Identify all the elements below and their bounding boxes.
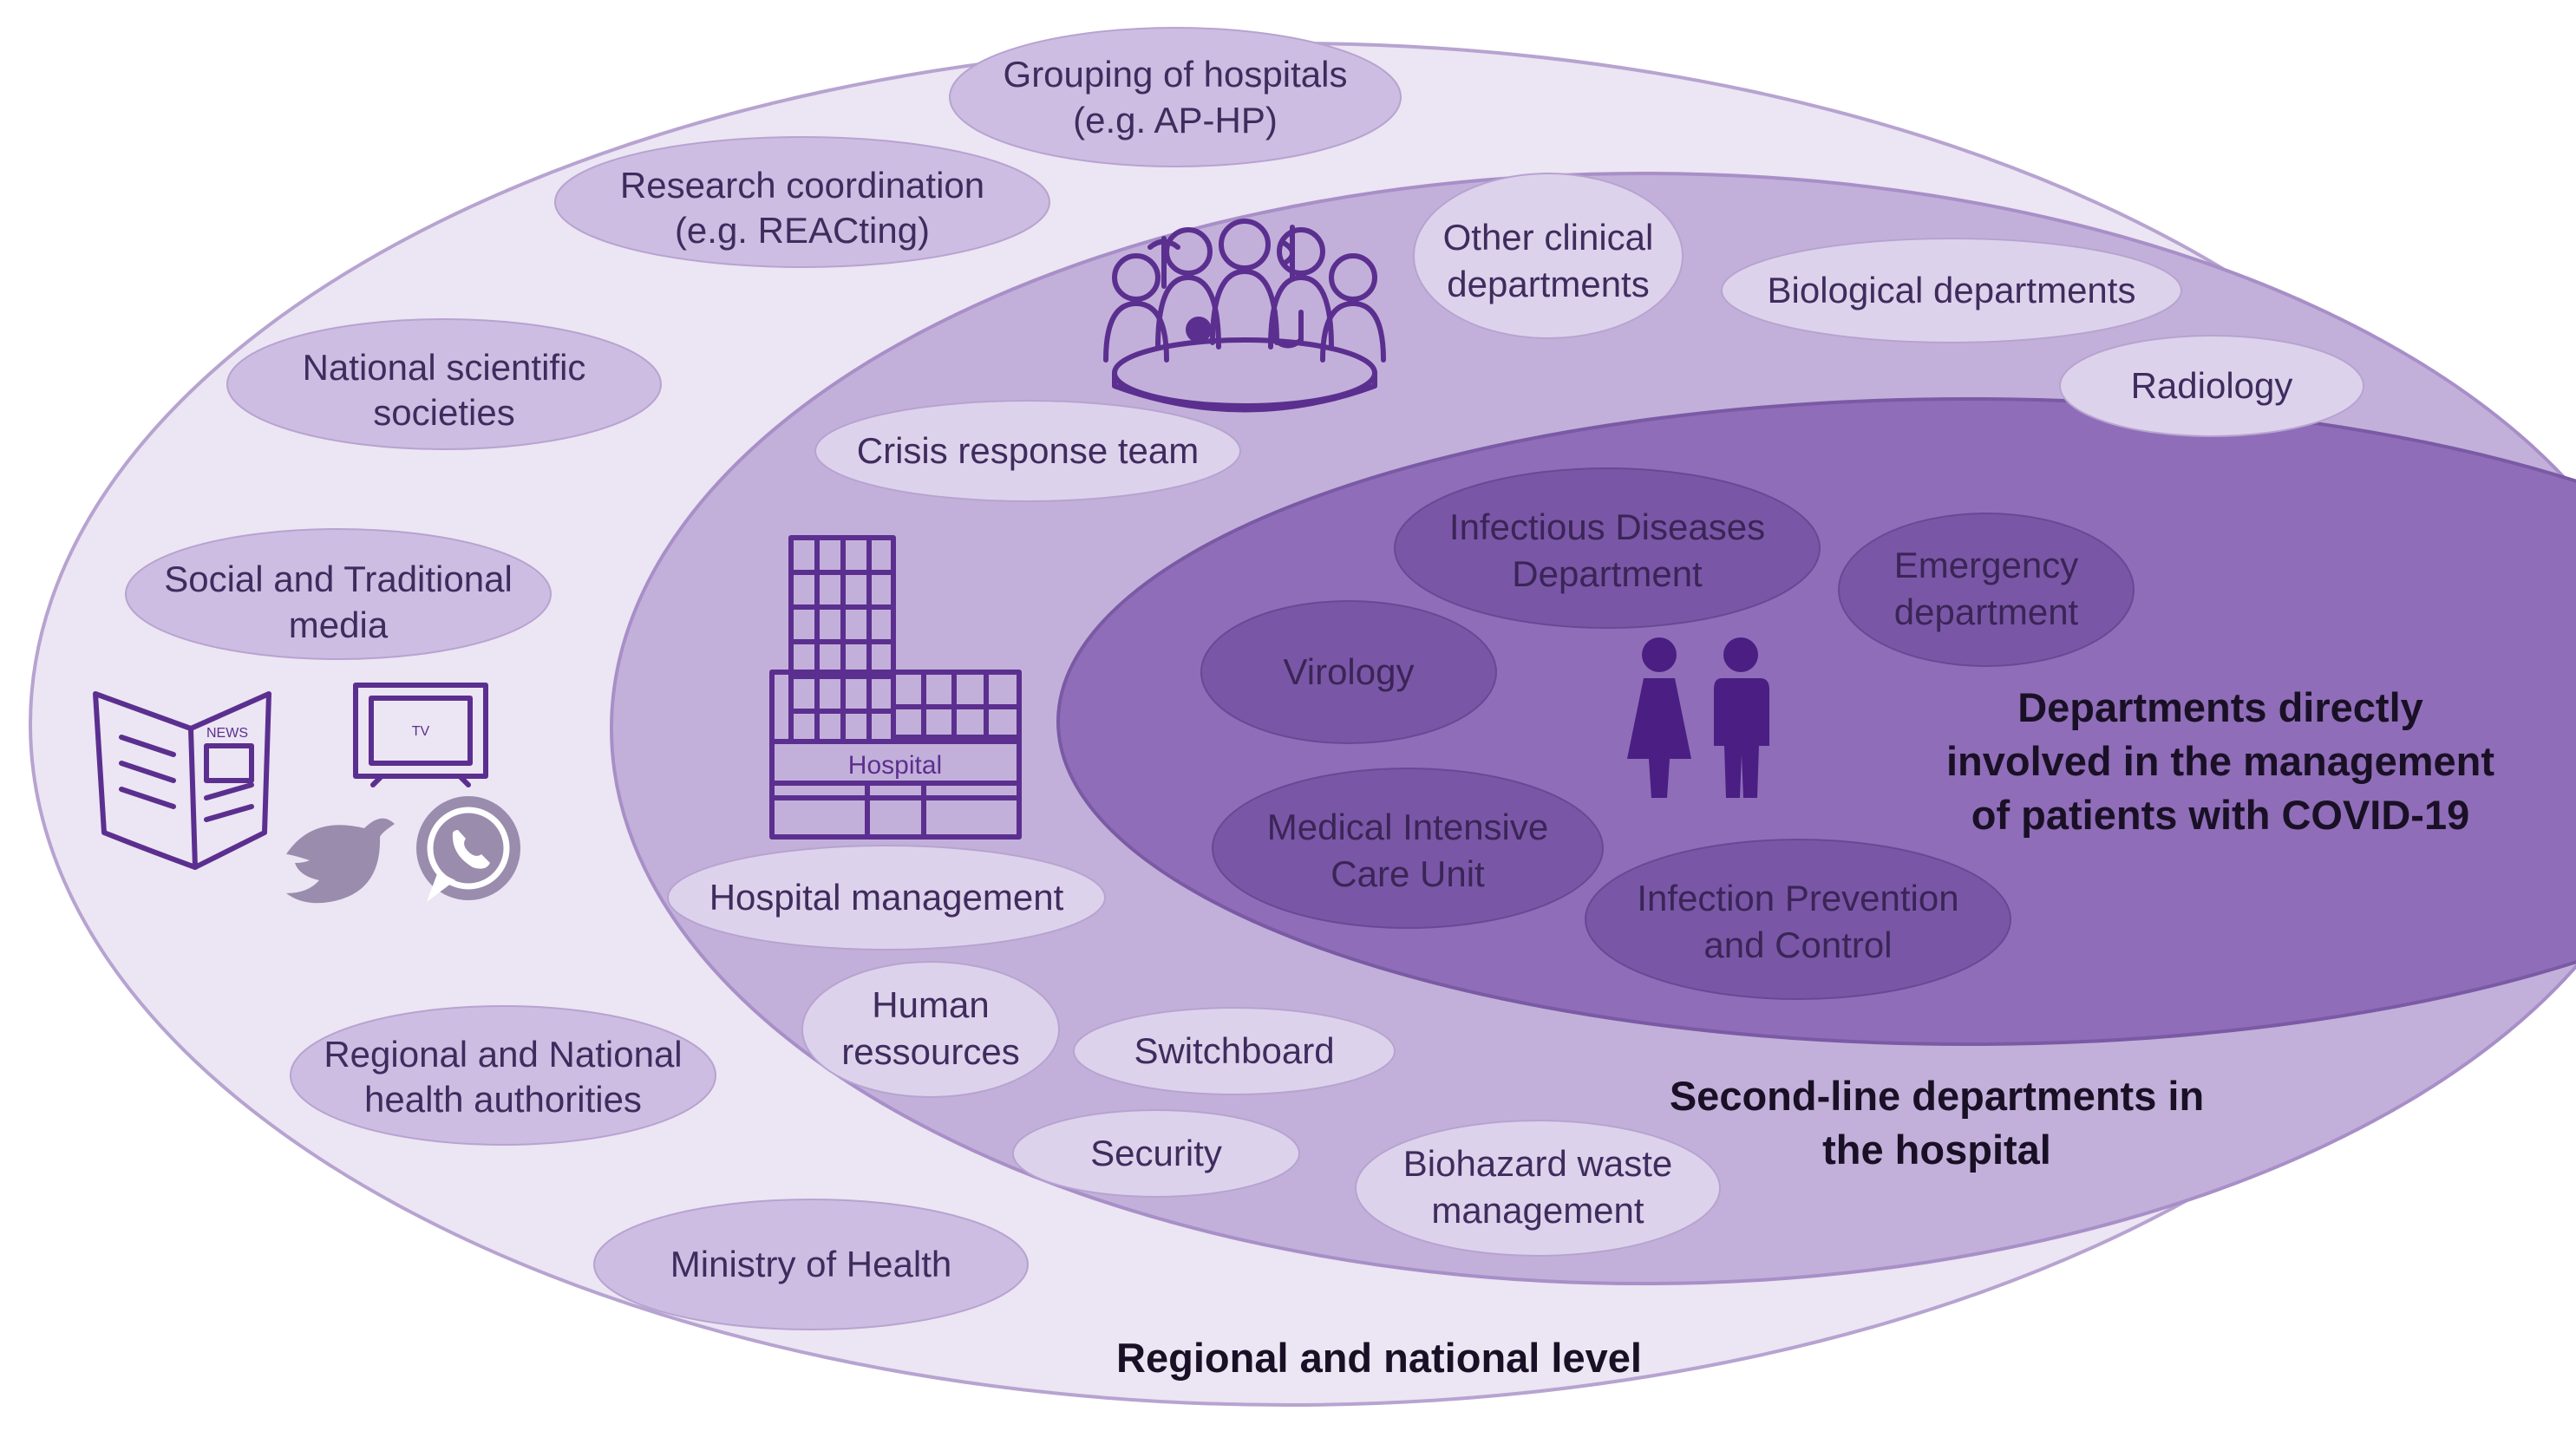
bubble-biohazard-waste: Biohazard waste management <box>1355 1120 1721 1257</box>
bubble-infectious-diseases: Infectious Diseases Department <box>1394 467 1821 629</box>
bubble-virology: Virology <box>1200 600 1497 744</box>
bubble-label: Crisis response team <box>857 430 1199 471</box>
bubble-label: (e.g. AP-HP) <box>1073 100 1278 140</box>
bubble-label: Emergency <box>1894 545 2078 585</box>
bubble-label: department <box>1894 591 2079 632</box>
outer-level-title: Regional and national level <box>1116 1335 1642 1381</box>
bubble-label: and Control <box>1703 925 1892 965</box>
hospital-building-icon: Hospital <box>769 535 1022 840</box>
bubble-crisis-response-team: Crisis response team <box>814 400 1241 502</box>
bubble-label: Care Unit <box>1330 853 1485 894</box>
bubble-social-traditional-media: Social and Traditional media <box>125 528 552 660</box>
bubble-label: Infection Prevention <box>1637 878 1958 918</box>
bubble-label: Human <box>872 984 989 1025</box>
bubble-label: Biohazard waste <box>1403 1143 1673 1184</box>
bubble-label: health authorities <box>364 1079 642 1120</box>
middle-level-title-line2: the hospital <box>1822 1127 2051 1173</box>
inner-level-title-line2: involved in the management <box>1946 738 2494 784</box>
tv-label: TV <box>412 724 430 739</box>
bubble-infection-prevention: Infection Prevention and Control <box>1585 839 2011 1000</box>
bubble-label: departments <box>1447 264 1649 304</box>
bubble-label: societies <box>373 392 514 433</box>
bubble-label: Social and Traditional <box>164 559 513 599</box>
bubble-label: Switchboard <box>1134 1030 1334 1071</box>
bubble-hospital-management: Hospital management <box>667 845 1106 951</box>
tv-icon: TV <box>353 683 488 787</box>
bubble-biological-departments: Biological departments <box>1721 238 2182 343</box>
bubble-label: Grouping of hospitals <box>1004 54 1348 95</box>
bubble-label: Research coordination <box>620 165 984 206</box>
bubble-label: Radiology <box>2131 365 2293 406</box>
bubble-emergency-department: Emergency department <box>1838 513 2135 667</box>
bubble-label: management <box>1431 1190 1644 1231</box>
bubble-label: National scientific <box>303 347 586 388</box>
bubble-switchboard: Switchboard <box>1073 1007 1396 1095</box>
bubble-other-clinical-departments: Other clinical departments <box>1413 173 1684 339</box>
bubble-label: Ministry of Health <box>670 1244 951 1284</box>
bubble-ministry-of-health: Ministry of Health <box>593 1199 1029 1330</box>
bubble-label: Medical Intensive <box>1267 807 1549 847</box>
bubble-human-ressources: Human ressources <box>801 961 1060 1098</box>
bubble-label: Biological departments <box>1768 270 2136 310</box>
bubble-radiology: Radiology <box>2059 335 2364 437</box>
newspaper-icon: NEWS <box>93 691 271 870</box>
bubble-label: Infectious Diseases <box>1449 506 1765 547</box>
inner-level-title-line3: of patients with COVID-19 <box>1971 792 2470 838</box>
bubble-label: (e.g. REACting) <box>675 210 930 251</box>
patients-icon <box>1627 637 1769 798</box>
hospital-label: Hospital <box>848 751 942 780</box>
bubble-health-authorities: Regional and National health authorities <box>290 1005 716 1146</box>
bubble-medical-icu: Medical Intensive Care Unit <box>1212 768 1604 929</box>
bubble-research-coordination: Research coordination (e.g. REACting) <box>554 136 1050 268</box>
bubble-security: Security <box>1012 1109 1300 1198</box>
bubble-label: Department <box>1512 553 1703 594</box>
bubble-label: media <box>289 604 389 645</box>
whatsapp-icon <box>416 796 520 902</box>
bubble-label: Virology <box>1284 651 1415 692</box>
twitter-bird-icon <box>286 818 395 904</box>
bubble-label: Hospital management <box>709 877 1064 918</box>
middle-level-title-line1: Second-line departments in <box>1670 1073 2204 1119</box>
bubble-label: ressources <box>841 1031 1019 1072</box>
crisis-team-icon <box>1103 219 1386 413</box>
bubble-grouping-of-hospitals: Grouping of hospitals (e.g. AP-HP) <box>949 27 1402 167</box>
bubble-label: Security <box>1090 1133 1222 1173</box>
bubble-label: Other clinical <box>1443 217 1654 258</box>
news-label: NEWS <box>206 726 248 741</box>
bubble-label: Regional and National <box>324 1034 682 1075</box>
inner-level-title-line1: Departments directly <box>2017 684 2423 730</box>
bubble-national-scientific-societies: National scientific societies <box>226 318 662 450</box>
